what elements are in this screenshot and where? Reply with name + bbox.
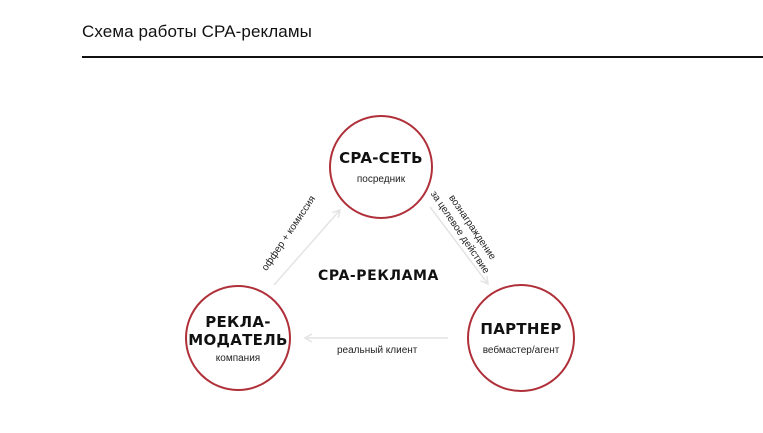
node-advertiser-subtitle: компания — [215, 352, 261, 364]
node-partner: ПАРТНЕР вебмастер/агент — [467, 284, 575, 392]
node-partner-title: ПАРТНЕР — [480, 320, 562, 338]
node-advertiser: РЕКЛА- МОДАТЕЛЬ компания — [185, 285, 291, 391]
node-partner-subtitle: вебмастер/агент — [482, 345, 560, 356]
edge-label-real-client: реальный клиент — [337, 345, 418, 356]
node-cpa-network: CPA-СЕТЬ посредник — [329, 115, 433, 219]
page-title: Схема работы CPA-рекламы — [82, 22, 312, 41]
node-cpa-network-title: CPA-СЕТЬ — [339, 149, 423, 167]
arrow-advertiser-to-network — [273, 208, 341, 286]
header-divider — [82, 56, 763, 58]
arrow-network-to-partner — [429, 206, 489, 286]
node-cpa-network-subtitle: посредник — [356, 174, 406, 185]
node-advertiser-title-line2: МОДАТЕЛЬ — [188, 330, 288, 349]
diagram-center-label: CPA-РЕКЛАМА — [318, 268, 439, 284]
node-advertiser-title-line1: РЕКЛА- — [205, 312, 271, 331]
